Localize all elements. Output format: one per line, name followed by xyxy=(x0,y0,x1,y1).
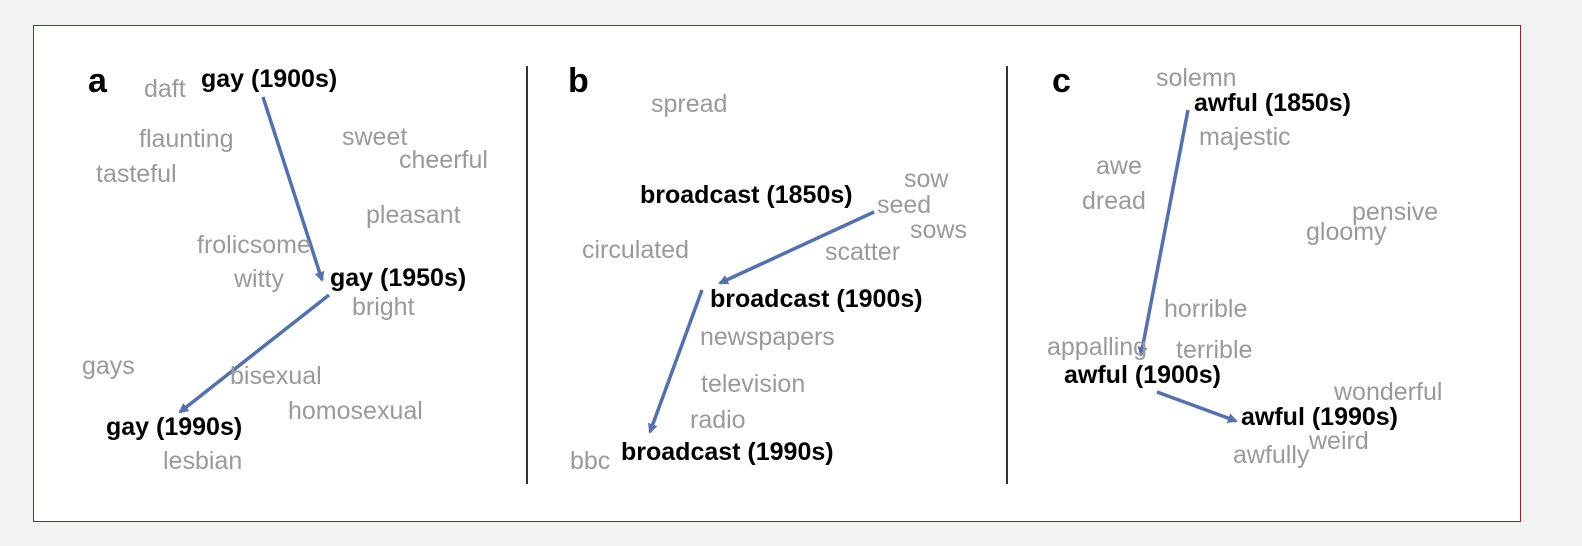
context-word: gays xyxy=(82,352,135,380)
context-word: tasteful xyxy=(96,160,177,188)
context-word: gloomy xyxy=(1306,218,1387,246)
context-word: dread xyxy=(1082,187,1146,215)
context-word: frolicsome xyxy=(197,231,311,259)
context-word: majestic xyxy=(1199,123,1291,151)
context-word: newspapers xyxy=(700,323,835,351)
context-word: television xyxy=(701,370,806,398)
focus-word: gay (1900s) xyxy=(201,65,338,93)
panel-label-c: c xyxy=(1052,62,1071,100)
focus-word: awful (1850s) xyxy=(1194,89,1352,117)
focus-word: awful (1990s) xyxy=(1241,403,1399,431)
focus-word: awful (1900s) xyxy=(1064,361,1222,389)
context-word: bright xyxy=(352,293,415,321)
panel-label-a: a xyxy=(88,62,107,100)
context-word: lesbian xyxy=(163,447,243,475)
focus-word: broadcast (1900s) xyxy=(710,285,923,313)
context-word: solemn xyxy=(1156,64,1237,92)
context-word: bbc xyxy=(570,447,611,475)
context-word: sweet xyxy=(342,123,408,151)
context-word: terrible xyxy=(1176,336,1253,364)
context-word: pleasant xyxy=(366,201,461,229)
context-word: seed xyxy=(877,191,932,219)
context-word: radio xyxy=(690,406,746,434)
context-word: spread xyxy=(651,90,728,118)
context-word: circulated xyxy=(582,236,689,264)
context-word: pensive xyxy=(1352,198,1439,226)
context-word: witty xyxy=(234,265,284,293)
focus-word: broadcast (1990s) xyxy=(621,438,834,466)
focus-word: gay (1990s) xyxy=(106,413,243,441)
panel-label-b: b xyxy=(568,62,589,100)
context-word: appalling xyxy=(1047,333,1148,361)
panel-divider-1 xyxy=(526,66,528,484)
context-word: sow xyxy=(904,165,949,193)
context-word: awfully xyxy=(1233,441,1310,469)
context-word: scatter xyxy=(825,238,901,266)
context-word: homosexual xyxy=(288,397,423,425)
context-word: wonderful xyxy=(1334,378,1443,406)
context-word: awe xyxy=(1096,152,1142,180)
focus-word: gay (1950s) xyxy=(330,264,467,292)
panel-divider-2 xyxy=(1006,66,1008,484)
context-word: bisexual xyxy=(230,362,322,390)
context-word: sows xyxy=(910,216,967,244)
context-word: cheerful xyxy=(399,146,488,174)
focus-word: broadcast (1850s) xyxy=(640,181,853,209)
context-word: horrible xyxy=(1164,295,1248,323)
context-word: weird xyxy=(1309,427,1369,455)
context-word: flaunting xyxy=(139,125,234,153)
context-word: daft xyxy=(144,75,186,103)
